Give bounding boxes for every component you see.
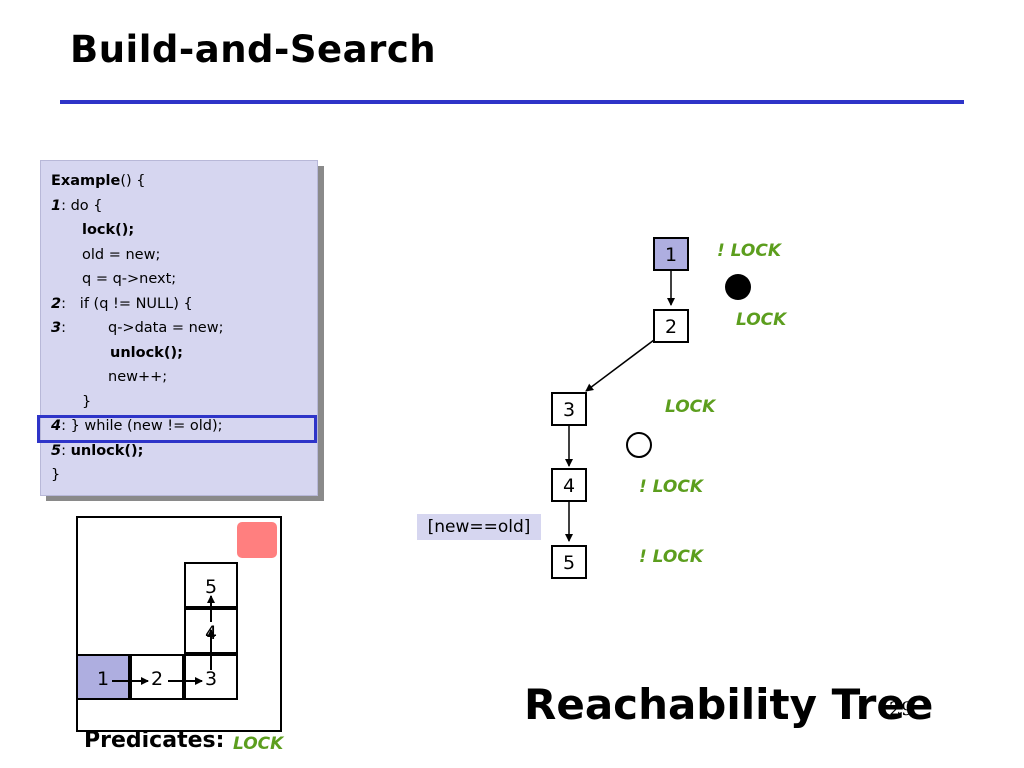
tree-label-2: LOCK <box>736 310 787 330</box>
code-line-11: } <box>82 394 92 410</box>
code-line-10: new++; <box>108 369 168 385</box>
tree-label-5: ! LOCK <box>639 547 703 567</box>
tree-label-1: ! LOCK <box>717 241 781 261</box>
tree-node-1: 1 <box>653 237 689 271</box>
code-line-1: Example() { <box>51 173 146 189</box>
tree-node-2: 2 <box>653 309 689 343</box>
mini-cell-2: 2 <box>130 654 184 700</box>
slide-title: Build-and-Search <box>70 28 437 71</box>
edge-condition: [new==old] <box>417 514 541 540</box>
code-line-9: unlock(); <box>110 345 183 361</box>
mini-cell-1: 1 <box>76 654 130 700</box>
tree-caption: Reachability Tree <box>524 680 934 729</box>
tree-edge-2-3 <box>585 339 655 392</box>
code-line-12: 4: } while (new != old); <box>51 418 223 434</box>
code-line-6: 2: if (q != NULL) { <box>51 296 193 312</box>
tree-node-5: 5 <box>551 545 587 579</box>
tree-node-3: 3 <box>551 392 587 426</box>
predicates-label: Predicates: <box>84 728 225 753</box>
code-line-14: } <box>51 467 61 483</box>
code-line-8: q->data = new; <box>108 320 224 336</box>
predicate-lock: LOCK <box>233 734 284 754</box>
code-line-4: old = new; <box>82 247 161 263</box>
tree-label-4: ! LOCK <box>639 477 703 497</box>
filled-circle-marker <box>725 274 751 300</box>
code-line-5: q = q->next; <box>82 271 177 287</box>
code-line-7: 3: <box>51 320 66 336</box>
abstract-state-graph <box>76 516 282 732</box>
error-region-marker <box>237 522 277 558</box>
tree-node-4: 4 <box>551 468 587 502</box>
tree-label-3: LOCK <box>665 397 716 417</box>
code-line-3: lock(); <box>82 222 135 238</box>
code-line-13: 5: unlock(); <box>51 443 144 459</box>
page-number: 29 <box>889 698 914 720</box>
current-line-highlight <box>37 415 317 443</box>
title-underline <box>60 100 964 104</box>
code-line-2: 1: do { <box>51 198 103 214</box>
empty-circle-marker <box>626 432 652 458</box>
